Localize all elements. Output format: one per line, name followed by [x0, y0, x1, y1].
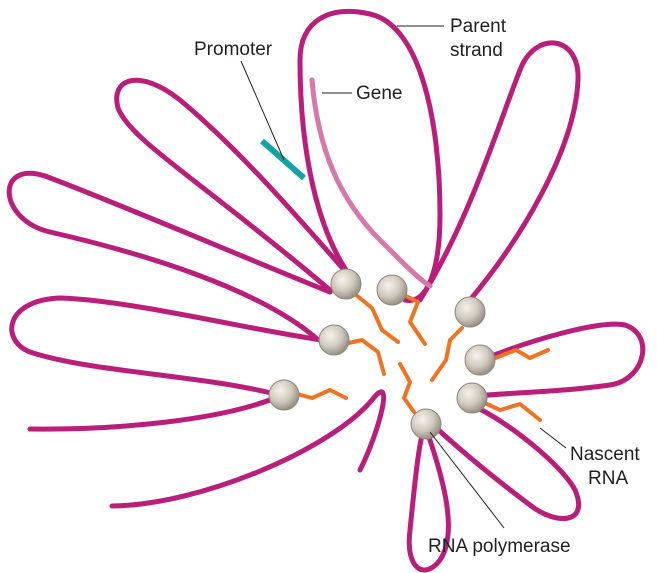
promoter-segment	[262, 141, 304, 178]
nascent-rna-label-line2: RNA	[588, 468, 628, 489]
parent-strand	[9, 11, 643, 570]
gene-label: Gene	[356, 83, 402, 104]
strand-loop-middle-right	[476, 324, 643, 396]
strand-loop-gene	[300, 11, 440, 300]
strand-tail-left	[30, 398, 275, 429]
rna-polymerase	[319, 325, 349, 355]
rna-polymerase	[411, 409, 441, 439]
parent-strand-label: Parent strand	[450, 16, 511, 61]
rna-polymerase	[331, 269, 361, 299]
nascent-rna-strands	[290, 290, 548, 420]
nascent-rna-leader	[540, 428, 566, 448]
rna-strand	[432, 328, 462, 380]
rna-strand	[400, 364, 414, 412]
promoter-label: Promoter	[194, 39, 273, 60]
parent-strand-label-line1: Parent	[450, 16, 507, 37]
rna-polymerase	[465, 345, 495, 375]
rna-polymerase	[377, 275, 407, 305]
parent-strand-label-line2: strand	[450, 40, 503, 61]
strand-loop-upper-right	[420, 43, 578, 300]
rna-polymerase	[269, 380, 299, 410]
nascent-rna-label-line1: Nascent	[570, 444, 640, 465]
rna-polymerase	[455, 297, 485, 327]
rna-polymerase-label: RNA polymerase	[428, 536, 571, 557]
nascent-rna-label: Nascent RNA	[570, 444, 645, 489]
rna-polymerase	[457, 383, 487, 413]
